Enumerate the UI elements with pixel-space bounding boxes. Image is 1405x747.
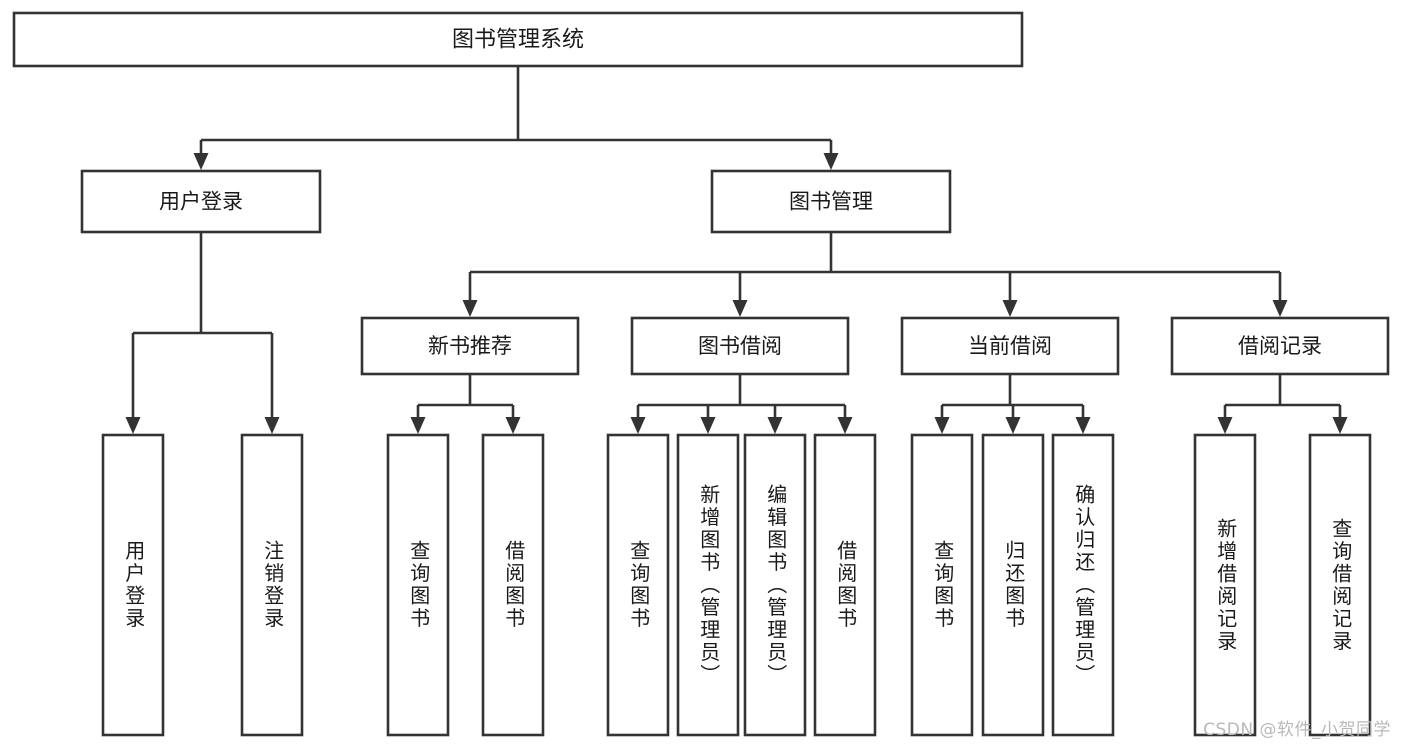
node-leaf-user-logout[interactable] [240,433,304,737]
connectors-layer [125,66,1348,434]
node-box-leaf-confirm-return[interactable] [1051,433,1115,737]
node-book-borrow[interactable]: 图书借阅 [630,316,850,376]
node-box-leaf-borrow-book[interactable] [813,433,877,737]
node-label-borrow-record: 借阅记录 [1238,334,1322,358]
node-root[interactable]: 图书管理系统 [12,11,1024,68]
node-leaf-query-book-borrow[interactable] [606,433,670,737]
watermark-text: CSDN @软件_小贺同学 [1203,720,1391,740]
node-box-leaf-query-book-cur[interactable] [910,433,974,737]
node-box-current-borrow[interactable] [900,316,1120,376]
node-leaf-borrow-book[interactable] [813,433,877,737]
node-leaf-add-record[interactable] [1193,433,1257,737]
node-leaf-edit-book[interactable] [743,433,807,737]
node-box-leaf-query-book-borrow[interactable] [606,433,670,737]
node-book-manage[interactable]: 图书管理 [710,169,952,234]
node-label-current-borrow: 当前借阅 [968,334,1052,358]
node-box-root[interactable] [12,11,1024,68]
node-new-book-recommend[interactable]: 新书推荐 [360,316,580,376]
node-box-leaf-user-login[interactable] [101,433,165,737]
node-user-login[interactable]: 用户登录 [80,169,322,234]
node-label-new-book-recommend: 新书推荐 [428,334,512,358]
node-label-user-login: 用户登录 [159,190,243,214]
node-box-leaf-query-book-new[interactable] [386,433,450,737]
node-box-leaf-return-book[interactable] [981,433,1045,737]
node-leaf-query-record[interactable] [1308,433,1372,737]
node-box-book-manage[interactable] [710,169,952,234]
node-leaf-borrow-book-new[interactable] [481,433,545,737]
node-leaf-query-book-new[interactable] [386,433,450,737]
node-label-book-manage: 图书管理 [789,190,873,214]
node-box-book-borrow[interactable] [630,316,850,376]
node-box-leaf-query-record[interactable] [1308,433,1372,737]
node-box-user-login[interactable] [80,169,322,234]
node-box-leaf-add-book[interactable] [676,433,740,737]
node-leaf-confirm-return[interactable] [1051,433,1115,737]
node-leaf-return-book[interactable] [981,433,1045,737]
node-leaf-add-book[interactable] [676,433,740,737]
node-box-borrow-record[interactable] [1170,316,1390,376]
node-box-new-book-recommend[interactable] [360,316,580,376]
node-label-book-borrow: 图书借阅 [698,334,782,358]
node-box-leaf-borrow-book-new[interactable] [481,433,545,737]
node-borrow-record[interactable]: 借阅记录 [1170,316,1390,376]
node-leaf-user-login[interactable] [101,433,165,737]
node-box-leaf-user-logout[interactable] [240,433,304,737]
node-current-borrow[interactable]: 当前借阅 [900,316,1120,376]
node-box-leaf-edit-book[interactable] [743,433,807,737]
node-box-leaf-add-record[interactable] [1193,433,1257,737]
node-leaf-query-book-cur[interactable] [910,433,974,737]
node-label-root: 图书管理系统 [452,28,584,53]
